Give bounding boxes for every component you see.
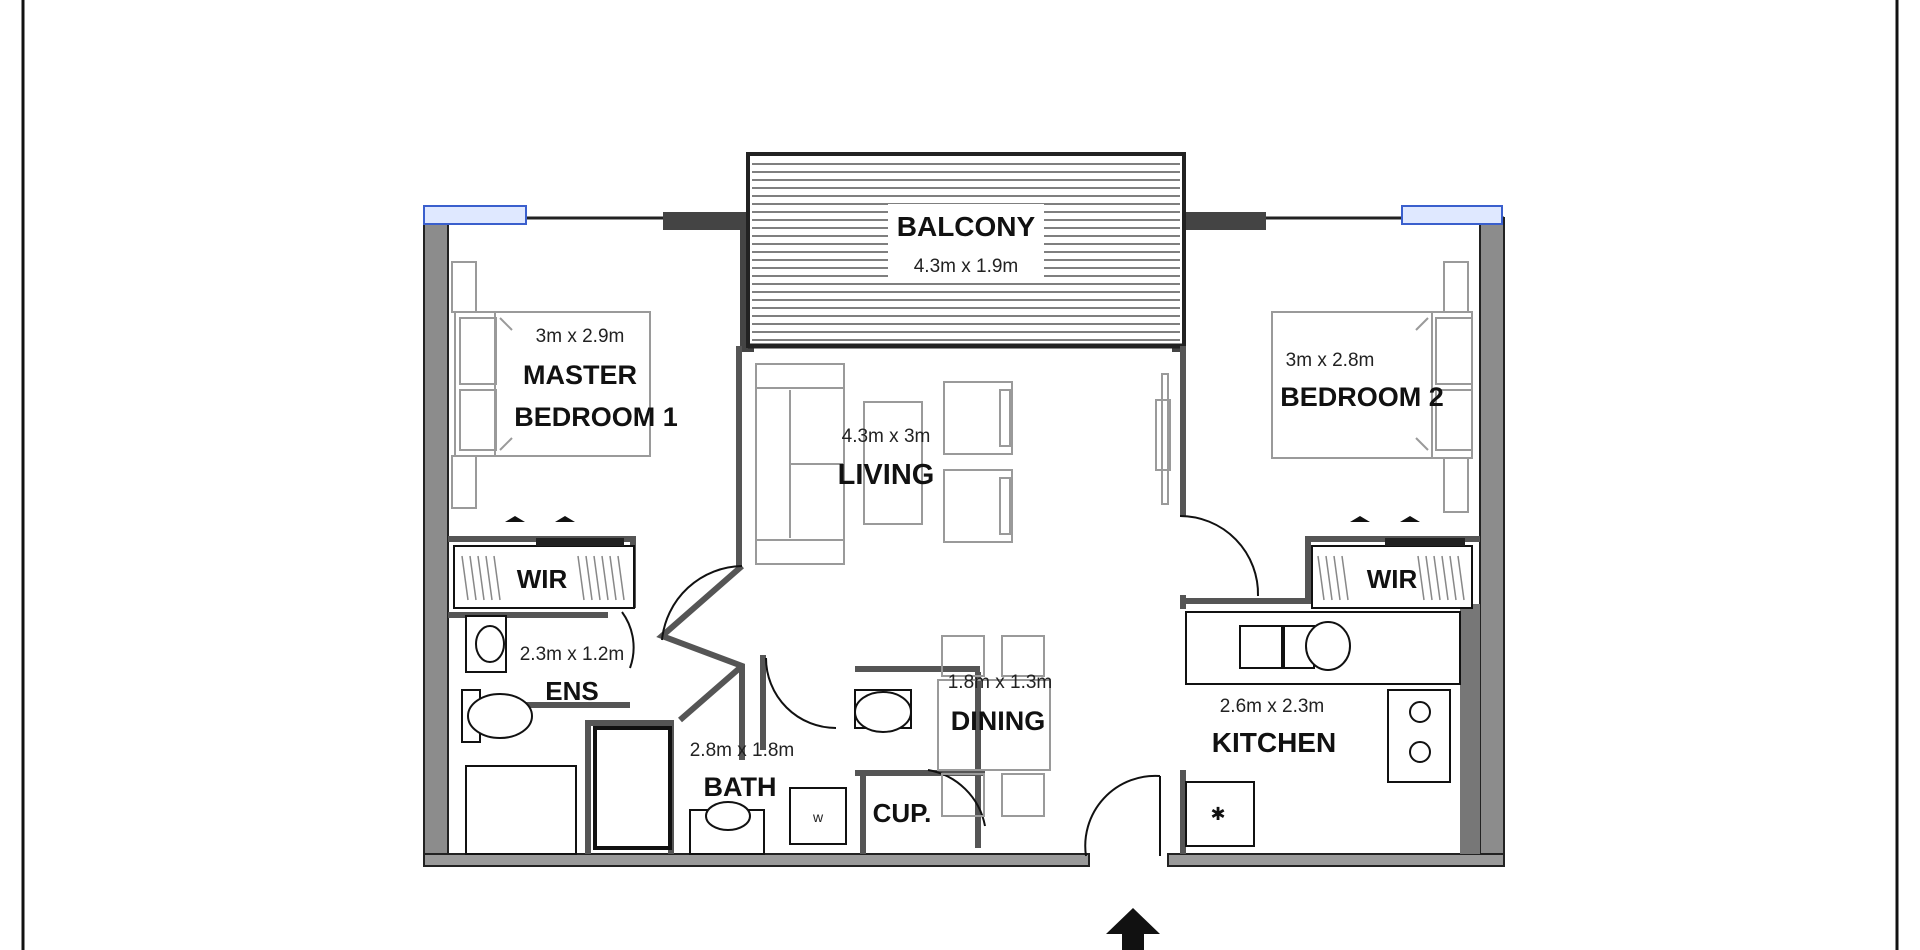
kitchen-label: KITCHEN <box>1212 727 1336 758</box>
balcony-dims: 4.3m x 1.9m <box>914 256 1019 277</box>
ensuite-dims: 2.3m x 1.2m <box>520 644 625 665</box>
entry-arrow-icon <box>1106 908 1160 950</box>
cupboard-label: CUP. <box>873 798 932 828</box>
page-border <box>21 0 1899 950</box>
furniture <box>451 261 1473 817</box>
bedroom2-label: BEDROOM 2 <box>1280 382 1444 412</box>
window-left <box>423 205 527 225</box>
hallway-wall-2 <box>678 663 744 723</box>
master-bedroom-label-2: BEDROOM 1 <box>514 402 678 432</box>
door-swings <box>621 515 1260 857</box>
bath-label: BATH <box>704 772 777 802</box>
master-bedroom-dims: 3m x 2.9m <box>536 326 625 347</box>
wardrobe-left <box>453 516 635 609</box>
ensuite-label: ENS <box>545 676 598 706</box>
balcony-label: BALCONY <box>897 211 1036 242</box>
kitchen-dims: 2.6m x 2.3m <box>1220 696 1325 717</box>
balcony-area <box>746 152 1186 349</box>
wir-right-label: WIR <box>1367 564 1418 594</box>
bath-dims: 2.8m x 1.8m <box>690 740 795 761</box>
dining-label: DINING <box>951 706 1046 736</box>
washer-label: w <box>812 809 824 825</box>
kitchen-fixtures: ✱ <box>1185 611 1461 847</box>
bedroom2-dims: 3m x 2.8m <box>1286 350 1375 371</box>
bathroom-fixtures <box>461 615 912 855</box>
svg-text:✱: ✱ <box>1210 804 1225 824</box>
master-bedroom-label-1: MASTER <box>523 360 637 390</box>
wir-left-label: WIR <box>517 564 568 594</box>
living-label: LIVING <box>838 459 935 491</box>
wardrobe-right <box>1311 516 1473 609</box>
window-right <box>1401 205 1503 225</box>
dining-dims: 1.8m x 1.3m <box>948 672 1053 693</box>
hallway-wall <box>656 563 745 760</box>
living-dims: 4.3m x 3m <box>842 426 931 447</box>
